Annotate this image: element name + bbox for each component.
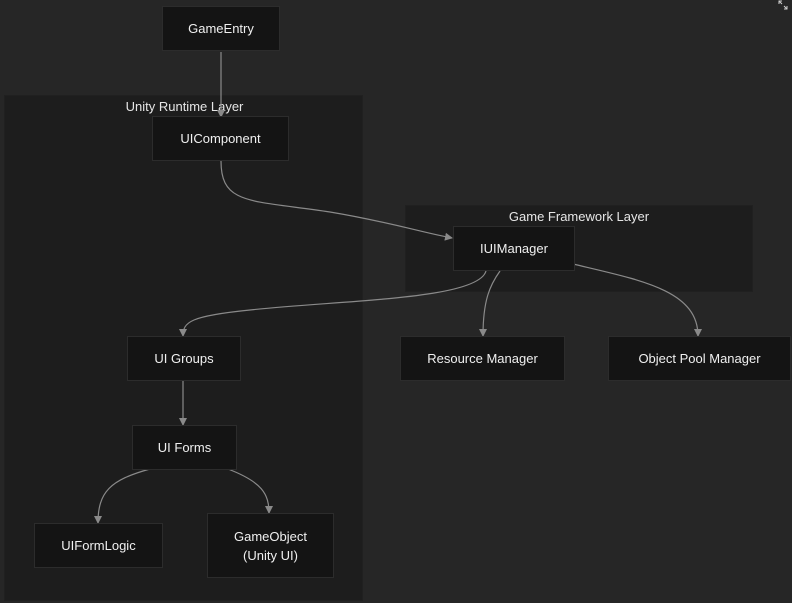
- node-label-ui-forms: UI Forms: [157, 440, 212, 455]
- node-gameobject-unity-ui[interactable]: GameObject (Unity UI): [207, 513, 334, 578]
- node-ui-groups[interactable]: UI Groups: [127, 336, 241, 381]
- node-iuimanager[interactable]: IUIManager: [453, 226, 575, 271]
- node-resource-manager[interactable]: Resource Manager: [400, 336, 565, 381]
- node-label-uicomponent: UIComponent: [180, 131, 261, 146]
- node-label-gameentry: GameEntry: [188, 21, 254, 36]
- node-label-uiformlogic: UIFormLogic: [61, 538, 136, 553]
- cluster-label-unity-runtime-layer: Unity Runtime Layer: [125, 99, 244, 114]
- node-uiformlogic[interactable]: UIFormLogic: [34, 523, 163, 568]
- node-gameentry[interactable]: GameEntry: [162, 6, 280, 51]
- cluster-label-game-framework-layer: Game Framework Layer: [508, 209, 650, 224]
- node-label-resource-manager: Resource Manager: [427, 351, 538, 366]
- node-label-ui-groups: UI Groups: [154, 351, 214, 366]
- node-label-gameobject-line1: GameObject: [234, 528, 307, 544]
- node-label-gameobject-line2: (Unity UI): [243, 547, 298, 563]
- expand-icon[interactable]: [778, 0, 790, 12]
- node-uicomponent[interactable]: UIComponent: [152, 116, 289, 161]
- node-label-object-pool-manager: Object Pool Manager: [638, 351, 761, 366]
- expand-icon-glyph: [778, 0, 788, 10]
- node-ui-forms[interactable]: UI Forms: [132, 425, 237, 470]
- node-object-pool-manager[interactable]: Object Pool Manager: [608, 336, 791, 381]
- node-label-iuimanager: IUIManager: [480, 241, 548, 256]
